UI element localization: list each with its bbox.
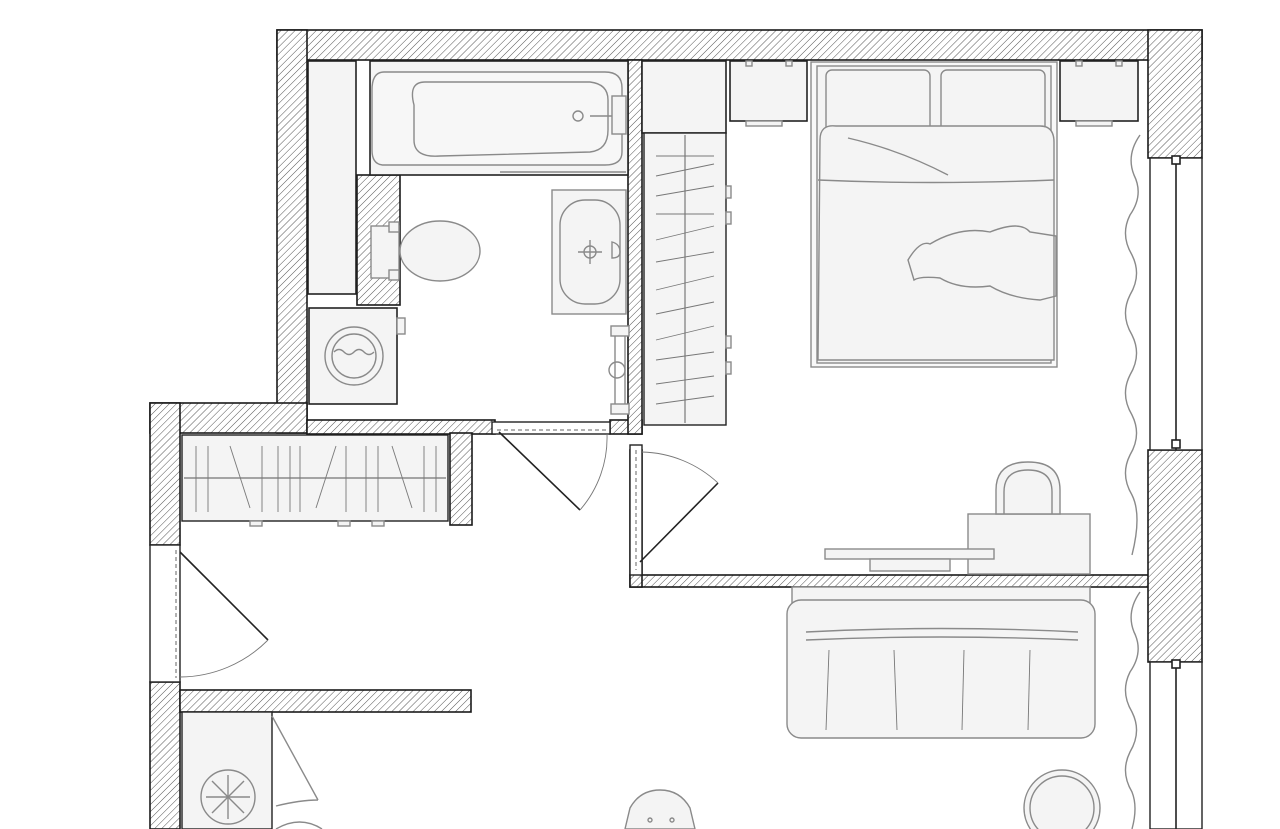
nightstand-left — [729, 60, 808, 127]
double-bed — [810, 61, 1058, 368]
bathroom — [307, 60, 630, 415]
wall-closet-stub — [449, 432, 473, 526]
towel-rail — [608, 325, 630, 415]
bathtub — [371, 71, 627, 173]
doors — [175, 421, 719, 678]
desk — [824, 513, 1091, 575]
door-entrance — [175, 550, 269, 678]
wall-bath-partition — [627, 59, 643, 435]
bedroom-wardrobe — [643, 132, 732, 426]
wall-top — [276, 29, 1203, 61]
dining-chair — [624, 789, 696, 829]
nightstand-right — [1059, 60, 1139, 127]
door-bedroom — [629, 444, 719, 576]
bath-shelf — [307, 60, 357, 295]
sink — [551, 189, 627, 315]
bedroom-curtain — [1124, 134, 1141, 556]
wall-bath-bottom — [306, 419, 496, 435]
wall-bedroom-living — [629, 574, 1151, 588]
wall-right-top — [1147, 29, 1203, 159]
sofa — [786, 586, 1096, 739]
desk-chair — [995, 461, 1061, 515]
living-room — [624, 586, 1141, 829]
bedroom — [641, 60, 1141, 575]
bedroom-cabinet — [641, 60, 727, 134]
kitchen — [181, 711, 323, 829]
door-bathroom — [491, 421, 611, 511]
living-curtain — [1124, 591, 1141, 829]
wall-hall-kitchen — [179, 689, 472, 713]
wall-upper-left — [276, 29, 308, 434]
wall-right-mid — [1147, 449, 1203, 663]
toilet — [370, 220, 481, 282]
washing-machine — [308, 307, 406, 405]
wall-left-lower — [149, 681, 181, 829]
hall-wardrobe — [181, 434, 449, 527]
windows — [149, 155, 1203, 829]
round-table — [1023, 769, 1101, 829]
entrance-frame — [149, 544, 181, 683]
fridge-door-swing — [271, 715, 319, 807]
walls — [149, 29, 1203, 829]
wall-left-upper — [149, 402, 181, 546]
snowflake-icon — [200, 769, 256, 825]
